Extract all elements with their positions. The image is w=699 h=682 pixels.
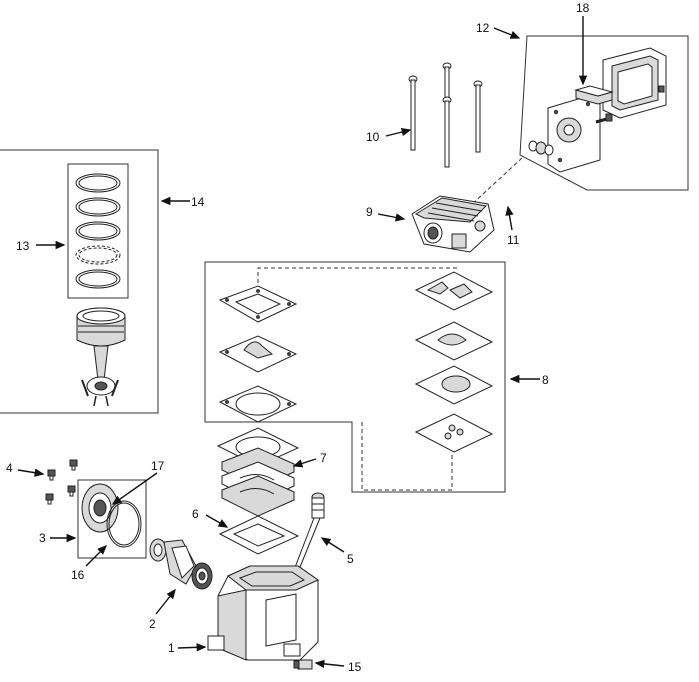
callout-15: 15 [348,660,362,674]
carrier-screws [45,459,78,505]
head-bolts [408,62,483,168]
arrow-6 [205,514,229,528]
piston-rings [75,173,121,289]
arrow-12 [493,27,521,39]
piston-inset [0,149,159,414]
carrier-screw [45,493,54,505]
dipstick [293,492,325,573]
head-bolt [473,80,483,153]
valve-stack-layers [221,447,295,517]
arrow-2 [155,588,176,615]
callout-8: 8 [542,373,549,387]
callout-13: 13 [16,239,30,253]
piston-ring [75,173,121,193]
callout-3: 3 [39,531,46,545]
kit-link-bottom [361,420,453,491]
piston-ring [75,197,121,217]
callout-2: 2 [149,617,156,631]
reed-valve-gasket [218,335,298,373]
callout-11: 11 [507,233,520,247]
callout-4: 4 [6,461,13,475]
arrow-9 [377,213,406,222]
callout-12: 12 [476,21,490,35]
callout-7: 7 [320,451,327,465]
arrow-7 [292,458,317,468]
arrow-16 [85,545,107,567]
callout-labels: 12 18 10 9 11 14 13 8 7 6 5 4 3 17 16 2 … [6,1,590,674]
carrier-screw [47,469,56,481]
valve-plate [414,413,494,453]
kit-link-top [257,267,458,290]
valve-plate-gasket-b [414,321,494,361]
piston-inset-frame [0,149,159,414]
carrier-screw [69,459,78,471]
gasket-lower [218,385,298,423]
cylinder-gasket [218,515,300,555]
drain-plug [293,659,313,670]
air-filter-cover [602,47,667,119]
air-filter-inset-frame [519,35,689,191]
filter-screw [595,113,613,124]
callout-1: 1 [168,641,175,655]
callout-5: 5 [347,552,354,566]
bearing-carrier [81,483,119,533]
callout-9: 9 [366,205,373,219]
air-filter-inset [519,35,689,191]
callout-14: 14 [191,195,205,209]
leader-arrows [17,16,588,669]
bearing-carrier-frame [77,479,147,559]
arrow-5 [320,537,345,553]
filter-elbow-nut [528,140,554,156]
bearing-o-ring [106,500,142,548]
arrow-1 [177,643,207,652]
piston-ring [75,221,121,241]
air-filter-plate [547,95,601,173]
callout-18: 18 [576,1,590,15]
bearing-carrier-inset [77,479,147,559]
valve-assembly-stack [216,427,300,517]
callout-17: 17 [151,459,165,473]
air-filter-element [574,85,614,105]
cylinder-head [411,195,495,253]
callout-16: 16 [71,568,85,582]
head-bolt [442,96,452,168]
valve-plate-gasket-a [414,271,494,311]
arrow-10 [385,127,412,137]
filter-to-head-link [469,157,523,207]
crankshaft [149,538,213,590]
piston-ring [75,245,121,265]
gasket-upper [218,285,298,323]
valve-plate-kit-inset [204,261,506,493]
callout-6: 6 [192,507,199,521]
piston-and-rod [76,307,126,407]
valve-plate-kit-frame [204,261,506,493]
valve-plate-gasket-c [414,365,494,405]
piston-rings-frame [67,163,129,299]
crankcase [207,565,320,661]
arrow-11 [505,205,514,231]
callout-10: 10 [366,130,380,144]
arrow-15 [314,659,345,669]
arrow-4 [17,468,45,477]
head-bolt [408,75,418,151]
carrier-screw [67,485,76,497]
arrow-17 [111,472,158,505]
piston-ring [75,269,121,289]
